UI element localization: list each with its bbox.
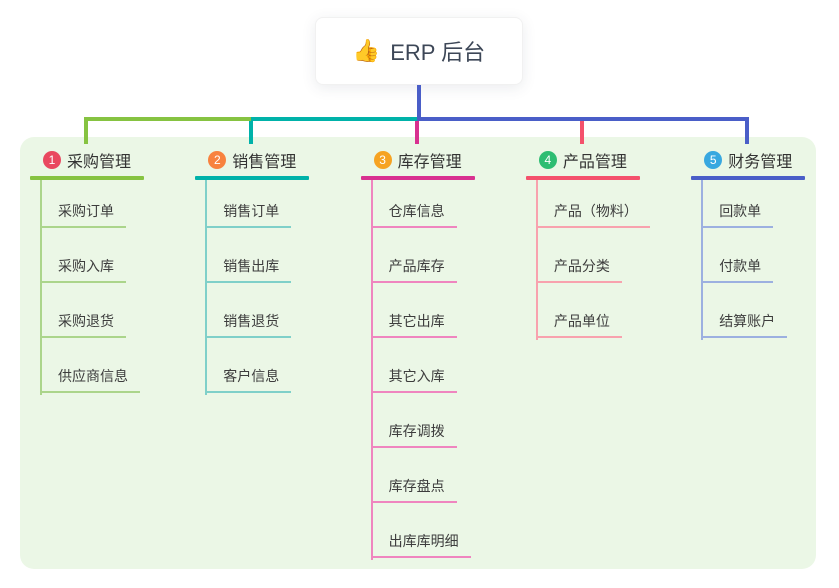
root-node[interactable]: 👍 ERP 后台 bbox=[315, 17, 523, 85]
child-item[interactable]: 回款单 bbox=[701, 202, 774, 228]
branch-underline bbox=[360, 176, 475, 180]
child-item[interactable]: 付款单 bbox=[701, 257, 774, 283]
branch-heading[interactable]: 3 库存管理 bbox=[361, 148, 462, 172]
connector-drop-2 bbox=[249, 117, 254, 144]
connector-drop-4 bbox=[579, 117, 584, 144]
child-item[interactable]: 其它出库 bbox=[370, 312, 457, 338]
branch-heading[interactable]: 1 采购管理 bbox=[30, 148, 131, 172]
branch-heading[interactable]: 4 产品管理 bbox=[526, 148, 627, 172]
child-item[interactable]: 客户信息 bbox=[205, 367, 292, 393]
branch-heading[interactable]: 5 财务管理 bbox=[691, 148, 792, 172]
branch-label: 产品管理 bbox=[562, 154, 627, 171]
child-item[interactable]: 产品单位 bbox=[535, 312, 622, 338]
branch-number-badge: 2 bbox=[208, 151, 227, 169]
child-item[interactable]: 销售出库 bbox=[205, 257, 292, 283]
branch-label: 库存管理 bbox=[397, 154, 462, 171]
child-item[interactable]: 结算账户 bbox=[701, 312, 788, 338]
child-item[interactable]: 库存盘点 bbox=[370, 477, 457, 503]
branch-number-badge: 4 bbox=[538, 151, 557, 169]
branch-underline bbox=[525, 176, 640, 180]
child-item[interactable]: 采购退货 bbox=[40, 312, 126, 338]
branch-underline bbox=[30, 176, 144, 180]
branch-underline bbox=[691, 176, 806, 180]
child-item[interactable]: 其它入库 bbox=[370, 367, 457, 393]
thumbs-up-icon: 👍 bbox=[352, 38, 381, 63]
child-item[interactable]: 仓库信息 bbox=[370, 202, 457, 228]
branch-heading[interactable]: 2 销售管理 bbox=[195, 148, 296, 172]
branch-label: 财务管理 bbox=[728, 154, 793, 171]
root-title: ERP 后台 bbox=[390, 40, 486, 65]
branch-number-badge: 1 bbox=[43, 151, 61, 169]
child-item[interactable]: 销售退货 bbox=[205, 312, 292, 338]
child-item[interactable]: 出库库明细 bbox=[370, 532, 471, 558]
child-item[interactable]: 供应商信息 bbox=[40, 367, 140, 393]
child-item[interactable]: 产品（物料） bbox=[535, 202, 650, 228]
child-item[interactable]: 产品库存 bbox=[370, 257, 457, 283]
branch-trunk-line bbox=[40, 180, 42, 395]
child-item[interactable]: 销售订单 bbox=[205, 202, 292, 228]
branch-trunk-line bbox=[535, 180, 538, 340]
branches-panel bbox=[20, 137, 816, 569]
child-item[interactable]: 产品分类 bbox=[535, 257, 622, 283]
root-connector-line bbox=[417, 85, 421, 119]
connector-bus-segment-1 bbox=[84, 117, 252, 121]
branch-trunk-line bbox=[701, 180, 704, 340]
branch-trunk-line bbox=[370, 180, 373, 560]
branch-trunk-line bbox=[205, 180, 208, 395]
branch-label: 销售管理 bbox=[232, 154, 297, 171]
child-item[interactable]: 采购入库 bbox=[40, 257, 126, 283]
branch-underline bbox=[195, 176, 310, 180]
connector-drop-5 bbox=[745, 117, 750, 144]
child-item[interactable]: 库存调拨 bbox=[370, 422, 457, 448]
connector-bus-segment-2 bbox=[251, 117, 419, 121]
branch-number-badge: 3 bbox=[373, 151, 392, 169]
branch-number-badge: 5 bbox=[704, 151, 723, 169]
connector-drop-1 bbox=[84, 117, 88, 144]
branch-label: 采购管理 bbox=[67, 154, 132, 171]
connector-drop-3 bbox=[414, 117, 419, 144]
child-item[interactable]: 采购订单 bbox=[40, 202, 126, 228]
connector-bus-segment-3 bbox=[417, 117, 750, 121]
